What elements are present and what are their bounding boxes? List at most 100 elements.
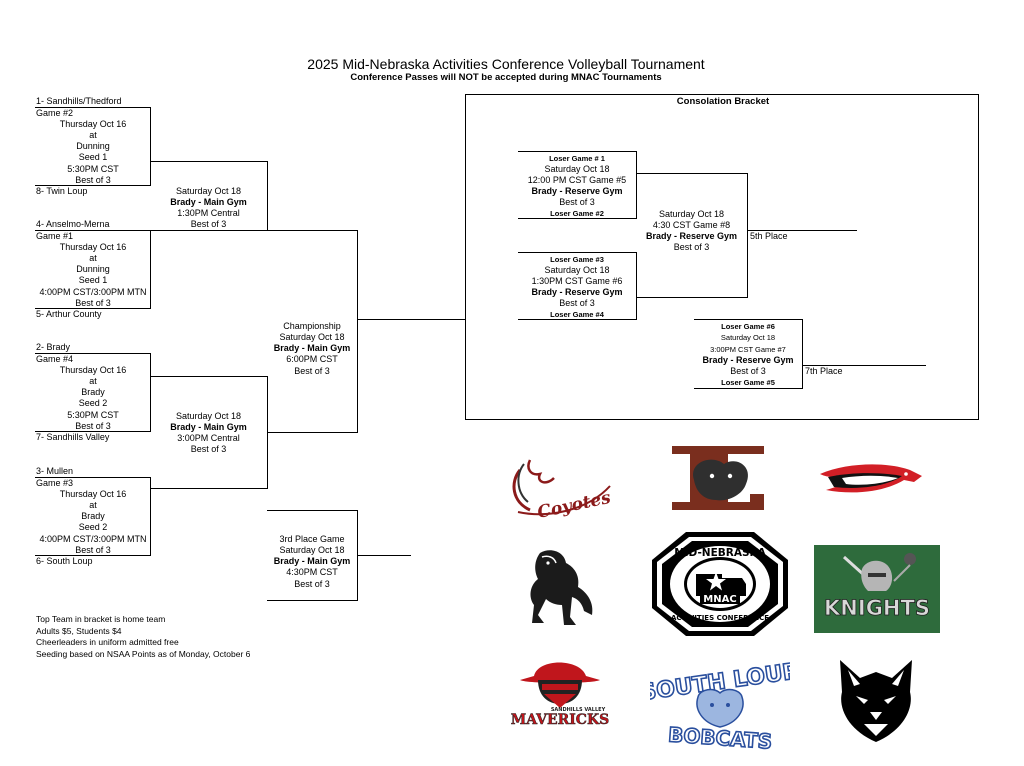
game-format: Best of 3 [673,242,710,252]
game-format: Best of 3 [190,444,227,454]
loser-slot-top: Loser Game #6 [721,322,775,331]
eagle-logo [820,464,922,493]
team-seed-5: 5- Arthur County [36,309,102,319]
mnac-center-text: MNAC [703,594,736,605]
team-seed-7: 7- Sandhills Valley [36,432,110,442]
team-seed-6: 6- South Loup [36,556,93,566]
game-date: Thursday Oct 16 [59,119,127,129]
game-date: Saturday Oct 18 [658,209,725,219]
game-label: Game #4 [36,354,74,364]
game-format: Best of 3 [75,175,111,185]
game-time: 3:00PM Central [177,433,240,443]
game-time: 1:30PM Central [177,208,240,218]
game-location: Brady [81,511,105,521]
tl-monogram: TL [713,445,723,454]
team-seed-1: 1- Sandhills/Thedford [36,96,122,106]
game-location: Dunning [76,141,110,151]
game-location: Brady - Reserve Gym [645,231,738,241]
game-date: Thursday Oct 16 [59,365,127,375]
game-date: Thursday Oct 16 [59,489,127,499]
game-format: Best of 3 [294,366,330,376]
game-label: Game #3 [36,478,74,488]
wolf-logo [840,660,912,742]
game-seed: Seed 2 [78,398,108,408]
game-seed: Seed 1 [78,152,108,162]
note-item: Cheerleaders in uniform admitted free [36,637,179,648]
game-format: Best of 3 [75,545,111,555]
game-location: Brady - Main Gym [170,197,247,207]
coyotes-logo: Coyotes [512,459,613,523]
game-location: Brady - Reserve Gym [531,186,623,196]
loser-slot-bottom: Loser Game #4 [550,310,604,319]
game-format: Best of 3 [730,366,766,376]
game-location: Brady - Reserve Gym [702,355,794,365]
game-at: at [89,253,97,263]
game-seed: Seed 2 [78,522,108,532]
game-format: Best of 3 [75,421,111,431]
game-time: 4:00PM CST/3:00PM MTN [39,534,147,544]
game-location: Brady - Main Gym [273,343,351,353]
page-title: 2025 Mid-Nebraska Activities Conference … [307,56,705,72]
knights-logo: KNIGHTS [814,545,940,633]
consolation-bracket-frame [465,94,979,420]
bobcats-wordmark: BOBCATS [667,722,773,753]
game-date: Saturday Oct 18 [279,332,345,342]
game-seed: Seed 1 [78,275,108,285]
note-item: Adults $5, Students $4 [36,625,122,636]
game-date: Saturday Oct 18 [720,333,776,342]
team-seed-3: 3- Mullen [36,466,74,476]
game-format: Best of 3 [559,298,595,308]
game-label: 3rd Place Game [279,534,345,544]
game-date: Saturday Oct 18 [544,164,610,174]
mnac-ring-top-text: MID-NEBRASKA [674,547,766,559]
game-time: 4:30PM CST [286,567,338,577]
game-date: Saturday Oct 18 [279,545,345,555]
mustang-logo [530,550,593,625]
mavericks-wordmark: MAVERICKS [511,712,609,728]
game-label: Game #1 [36,231,74,241]
game-at: at [89,500,97,510]
game-time: 5:30PM CST [67,164,119,174]
game-at: at [89,130,97,140]
game-location: Brady - Main Gym [170,422,247,432]
tl-wolf-logo: TL [672,445,764,510]
game-at: at [89,376,97,386]
game-date: Saturday Oct 18 [175,186,242,196]
game-format: Best of 3 [75,298,111,308]
consolation-title: Consolation Bracket [676,96,770,107]
game-time: 12:00 PM CST Game #5 [527,175,627,185]
mavericks-school-text: SANDHILLS VALLEY [551,707,606,713]
game-date: Saturday Oct 18 [544,265,610,275]
team-seed-8: 8- Twin Loup [36,186,88,196]
knights-wordmark: KNIGHTS [824,596,930,620]
game-location: Brady [81,387,105,397]
team-seed-2: 2- Brady [36,342,71,352]
game-format: Best of 3 [190,219,227,229]
game-date: Thursday Oct 16 [59,242,127,252]
game-time: 4:30 CST Game #8 [652,220,731,230]
south-loup-bobcats-logo: SOUTH LOUP BOBCATS [650,658,790,754]
mnac-conference-logo: MID-NEBRASKA ACTIVITIES CONFERENCE MNAC [652,532,788,636]
game-time: 6:00PM CST [286,354,338,364]
mnac-ring-bottom-text: ACTIVITIES CONFERENCE [671,614,769,622]
loser-slot-top: Loser Game # 1 [549,154,605,163]
game-time: 3:00PM CST Game #7 [710,345,786,354]
game-location: Dunning [76,264,110,274]
note-item: Seeding based on NSAA Points as of Monda… [36,648,251,659]
page-subtitle: Conference Passes will NOT be accepted d… [350,72,662,83]
loser-slot-bottom: Loser Game #5 [721,378,775,387]
coyotes-wordmark: Coyotes [536,488,613,523]
game-format: Best of 3 [294,579,330,589]
note-item: Top Team in bracket is home team [36,614,166,624]
loser-slot-bottom: Loser Game #2 [550,209,604,218]
game-label: Championship [283,321,341,331]
game-location: Brady - Main Gym [273,556,351,566]
mavericks-logo: SANDHILLS VALLEY MAVERICKS [511,662,609,728]
game-label: Game #2 [36,108,74,118]
fifth-place-label: 5th Place [750,231,788,241]
game-location: Brady - Reserve Gym [531,287,623,297]
game-time: 1:30PM CST Game #6 [531,276,623,286]
game-time: 4:00PM CST/3:00PM MTN [39,287,147,297]
game-format: Best of 3 [559,197,595,207]
game-time: 5:30PM CST [67,410,119,420]
